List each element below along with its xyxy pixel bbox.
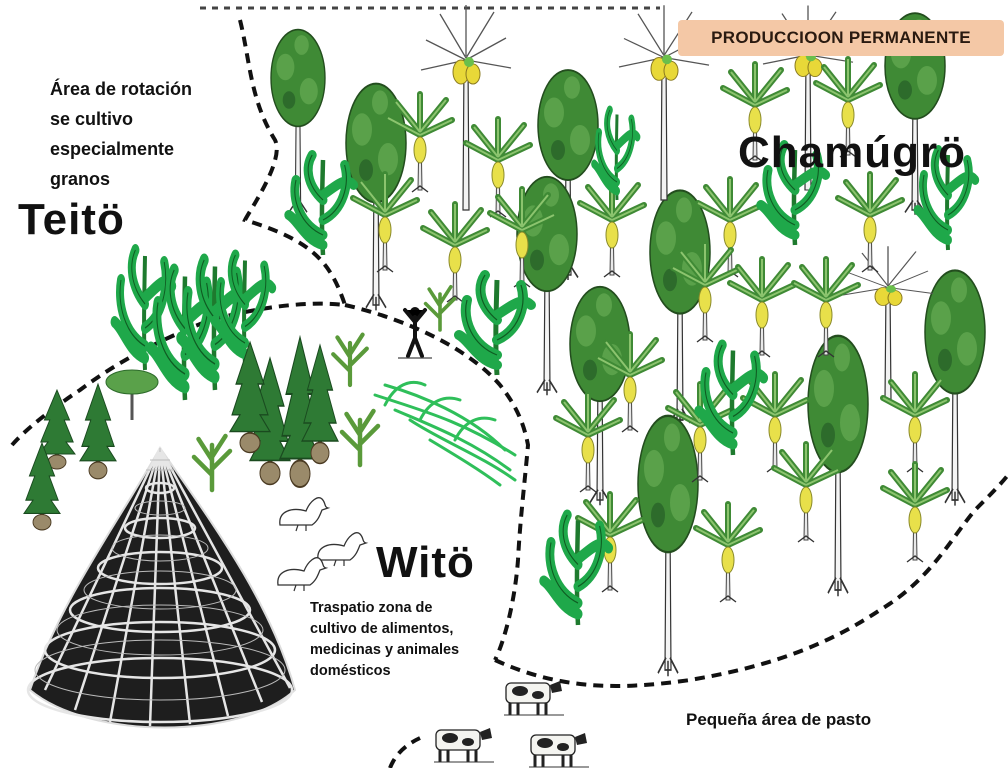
grass-icon: [375, 382, 515, 485]
duck-icon: [278, 498, 366, 591]
wito-description-line: cultivo de alimentos,: [310, 619, 510, 640]
teito-description: Área de rotación se cultivo especialment…: [50, 74, 260, 194]
wito-description-line: domésticos: [310, 661, 510, 682]
wito-description: Traspatio zona de cultivo de alimentos, …: [310, 598, 510, 682]
house-cone-icon: [28, 448, 295, 728]
wito-description-line: Traspatio zona de: [310, 598, 510, 619]
banner-label: PRODUCCIOON PERMANENTE: [711, 28, 971, 48]
boundary-pasto: [495, 475, 1008, 686]
teito-description-line: se cultivo: [50, 104, 260, 134]
teito-description-line: Área de rotación: [50, 74, 260, 104]
teito-description-line: especialmente: [50, 134, 260, 164]
zone-name-wito: Witö: [376, 538, 475, 588]
boundary-pasto-lower: [390, 738, 420, 768]
zone-name-chamugro: Chamúgrö: [738, 128, 966, 178]
teito-description-line: granos: [50, 164, 260, 194]
small-tree-icon: [106, 370, 158, 420]
pasto-label: Pequeña área de pasto: [686, 710, 871, 730]
cow-icon: [434, 681, 589, 767]
banner-produccion-permanente: PRODUCCIOON PERMANENTE: [678, 20, 1004, 56]
wito-description-line: medicinas y animales: [310, 640, 510, 661]
zone-name-teito: Teitö: [18, 195, 125, 245]
